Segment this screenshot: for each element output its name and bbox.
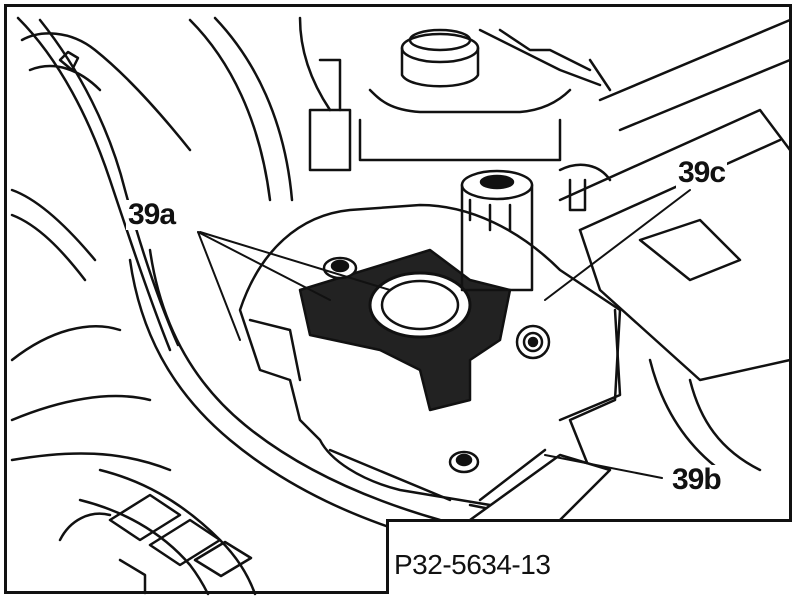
callout-39a: 39a xyxy=(126,198,178,231)
hose-lines xyxy=(78,16,442,596)
lower-left-components xyxy=(58,493,253,595)
left-body-contours xyxy=(10,16,192,472)
figure-frame xyxy=(4,4,792,594)
bolt-right xyxy=(515,324,551,360)
leader-lines xyxy=(197,189,691,479)
vertical-post xyxy=(460,169,534,292)
reservoir-cap xyxy=(308,28,612,172)
callout-39c: 39c xyxy=(676,156,728,189)
callout-39b: 39b xyxy=(670,463,723,496)
right-fuse-box xyxy=(558,18,792,472)
figure-reference-code: P32-5634-13 xyxy=(394,549,551,580)
mounting-flange xyxy=(298,248,512,412)
reference-box xyxy=(386,519,792,594)
